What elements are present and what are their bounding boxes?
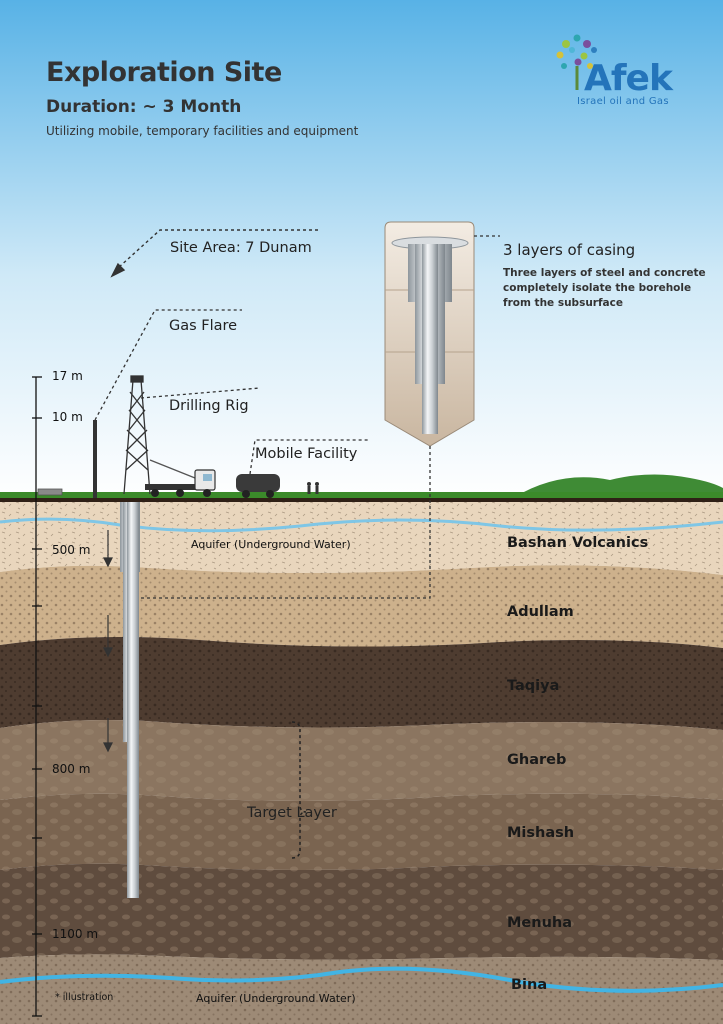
illustration-footnote: * illustration: [55, 992, 114, 1003]
depth-label-1100m: 1100 m: [52, 927, 99, 941]
drilling-direction-arrows: [103, 530, 113, 753]
target-layer-label: Target Layer: [247, 805, 337, 821]
equipment-blocks: [37, 488, 63, 496]
site-area-label: Site Area: 7 Dunam: [170, 240, 312, 256]
layer-bashan-texture: [0, 502, 723, 575]
layer-label-menuha: Menuha: [507, 915, 573, 931]
layer-menuha-texture: [0, 863, 723, 960]
layer-mishash-texture: [0, 793, 723, 870]
gas-flare-label: Gas Flare: [169, 318, 238, 334]
grass: [0, 492, 723, 499]
sky: [0, 0, 723, 500]
borehole-pipe: [120, 502, 140, 898]
duration-subtitle: Duration: ~ 3 Month: [46, 97, 242, 117]
casing-title: 3 layers of casing: [503, 241, 636, 259]
drilling-rig-label: Drilling Rig: [169, 398, 249, 414]
upper-aquifer-label: Aquifer (Underground Water): [191, 538, 351, 551]
layer-label-mishash: Mishash: [507, 825, 575, 841]
layer-adullam-texture: [0, 565, 723, 648]
tree-icon: [556, 34, 597, 90]
layer-bina-texture: [0, 954, 723, 1024]
drilling-rig: [123, 375, 261, 495]
site-area-pointer: [110, 229, 318, 278]
people: [307, 482, 319, 494]
depth-label-800m: 800 m: [52, 762, 91, 776]
lower-aquifer-label: Aquifer (Underground Water): [196, 992, 356, 1005]
depth-label-17m: 17 m: [52, 369, 83, 383]
depth-scale: [32, 376, 42, 1017]
description-text: Utilizing mobile, temporary facilities a…: [46, 124, 359, 138]
target-layer-bracket: [291, 721, 307, 859]
depth-label-500m: 500 m: [52, 543, 91, 557]
layer-label-taqiya: Taqiya: [507, 678, 560, 694]
logo-name: Afek: [584, 58, 673, 99]
layer-label-ghareb: Ghareb: [507, 752, 567, 768]
lower-aquifer-line: [0, 966, 723, 993]
mobile-facility-label: Mobile Facility: [255, 446, 358, 462]
topsoil: [0, 498, 723, 502]
layer-label-adullam: Adullam: [507, 604, 574, 620]
layer-label-bina: Bina: [511, 977, 548, 993]
casing-inset: [140, 221, 500, 599]
gas-flare: [93, 309, 242, 498]
layer-ghareb-texture: [0, 720, 723, 801]
layer-taqiya-texture: [0, 636, 723, 730]
layer-label-bashan-volcanics: Bashan Volcanics: [507, 535, 649, 551]
truck: [145, 469, 216, 497]
hills: [515, 474, 723, 497]
logo-tagline: Israel oil and Gas: [577, 96, 669, 107]
mobile-facility: [236, 439, 370, 498]
upper-aquifer-line: [0, 517, 723, 533]
depth-label-10m: 10 m: [52, 410, 83, 424]
casing-description: Three layers of steel and concrete compl…: [503, 267, 706, 309]
page-title: Exploration Site: [46, 57, 282, 88]
